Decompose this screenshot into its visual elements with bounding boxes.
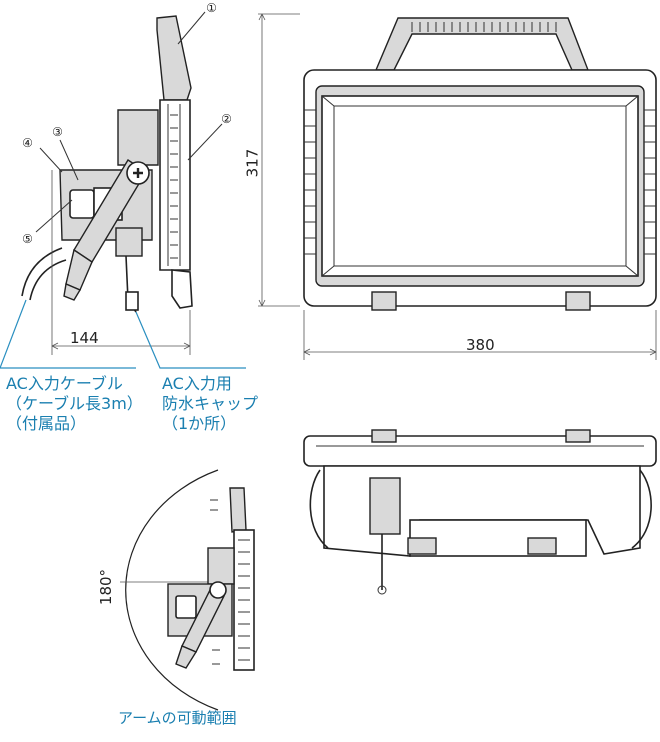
callout-waterproof-cap-line-3: （1か所）: [162, 414, 237, 433]
callout-ac-cable-line-3: （付属品）: [6, 414, 87, 433]
side-view: [0, 11, 246, 369]
callout-ac-cable: AC入力ケーブル （ケーブル長3m） （付属品）: [6, 374, 143, 434]
callout-waterproof-cap: AC入力用 防水キャップ （1か所）: [162, 374, 258, 434]
callout-arm-range: アームの可動範囲: [118, 709, 237, 727]
marker-3: ③: [52, 125, 63, 139]
callout-ac-cable-line-1: AC入力ケーブル: [6, 374, 123, 393]
arm-range-view: [120, 469, 255, 711]
bottom-view: [303, 429, 657, 595]
marker-1: ①: [206, 1, 217, 15]
marker-4: ④: [22, 136, 33, 150]
dimension-144: 144: [70, 329, 99, 347]
front-view: [258, 13, 657, 360]
dimension-380: 380: [466, 336, 495, 354]
marker-2: ②: [221, 112, 232, 126]
dimension-arm-angle: 180°: [97, 568, 116, 606]
dimension-317: 317: [243, 148, 262, 178]
callout-waterproof-cap-line-1: AC入力用: [162, 374, 232, 393]
callout-ac-cable-line-2: （ケーブル長3m）: [6, 394, 143, 413]
marker-5: ⑤: [22, 232, 33, 246]
callout-waterproof-cap-line-2: 防水キャップ: [162, 394, 259, 413]
